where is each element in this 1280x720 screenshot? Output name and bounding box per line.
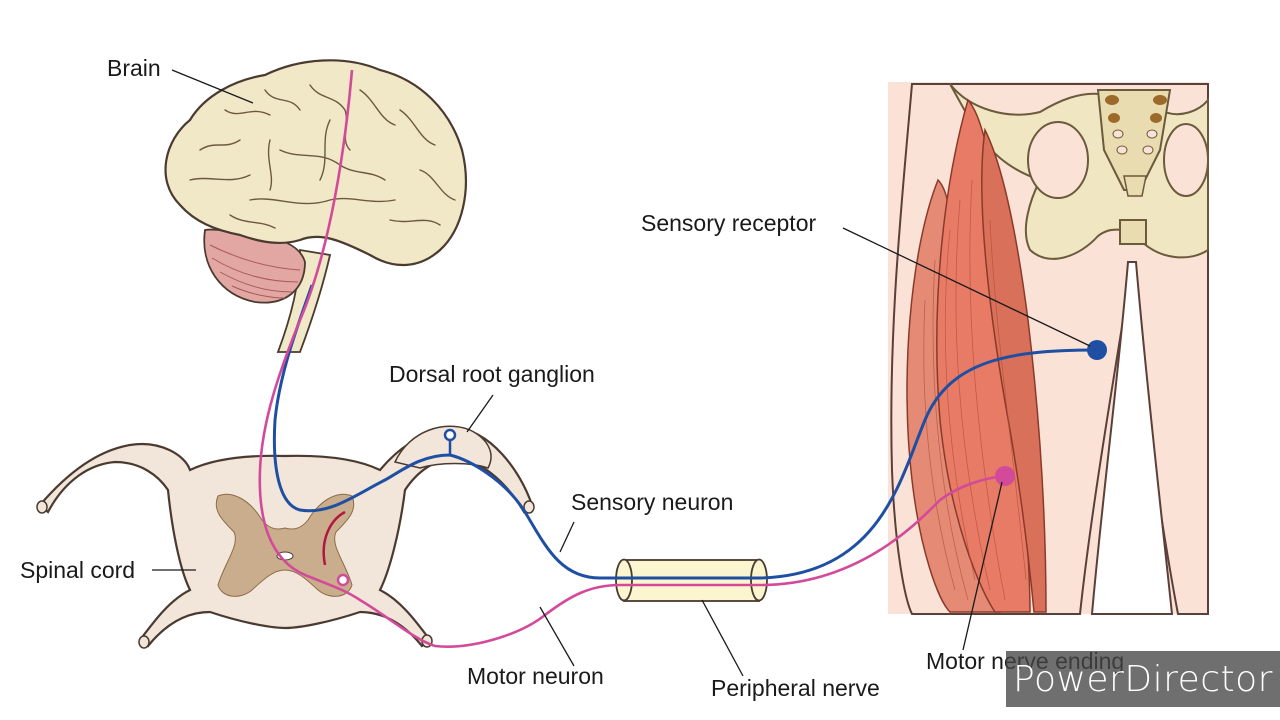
leader-motor-neuron — [539, 606, 575, 667]
peripheral-nerve-end-left — [615, 558, 633, 602]
sensory-neuron-path — [272, 284, 1098, 580]
cerebrum — [164, 59, 467, 267]
leader-sensory-neuron — [559, 521, 575, 553]
brain-sulci — [189, 84, 456, 229]
grey-matter — [215, 493, 355, 597]
obturator-foramen-right — [1163, 123, 1209, 197]
leader-motor-nerve-ending — [962, 481, 1003, 651]
sacral-foramen-7 — [1116, 145, 1128, 155]
powerdirector-watermark: PowerDirector — [1006, 651, 1280, 707]
leader-sensory-receptor — [842, 227, 1091, 347]
motor-neuron-path — [258, 69, 1006, 648]
motor-nerve-ending-dot — [995, 466, 1015, 486]
sacral-foramen-5 — [1112, 129, 1124, 139]
thigh-muscle-front — [981, 127, 1047, 613]
leg-illustration — [888, 82, 1209, 615]
leader-dorsal-root-ganglion — [466, 394, 494, 433]
sacral-foramen-2 — [1153, 95, 1167, 105]
inner-thigh-gap — [1090, 261, 1174, 615]
brain-illustration — [164, 59, 467, 353]
muscle-fibers — [923, 179, 1027, 601]
coccyx — [1123, 175, 1147, 197]
dorsal-root-end-left — [36, 500, 48, 514]
label-sensory-receptor: Sensory receptor — [641, 210, 817, 236]
sacral-foramen-3 — [1108, 113, 1120, 123]
leader-brain — [171, 69, 254, 104]
leader-peripheral-nerve — [701, 599, 744, 677]
spinal-cord-section — [36, 425, 535, 649]
pubic-symphysis — [1119, 219, 1147, 245]
cerebellum-folds — [209, 244, 301, 299]
label-brain: Brain — [107, 55, 161, 81]
peripheral-nerve-bundle — [615, 558, 768, 602]
label-peripheral-nerve: Peripheral nerve — [711, 675, 880, 701]
sacral-foramen-6 — [1146, 129, 1158, 139]
label-sensory-neuron: Sensory neuron — [571, 489, 734, 515]
dorsal-root-end-right — [523, 500, 535, 514]
sacral-foramen-1 — [1105, 95, 1119, 105]
label-spinal-cord: Spinal cord — [20, 557, 136, 583]
leader-lines — [152, 69, 1091, 677]
label-motor-neuron: Motor neuron — [467, 663, 604, 689]
obturator-foramen-left — [1027, 121, 1089, 199]
ventral-root-end-left — [138, 635, 150, 649]
peripheral-nerve-end-right — [750, 558, 768, 602]
sacral-foramen-4 — [1150, 113, 1162, 123]
sacral-foramen-8 — [1142, 145, 1154, 155]
motor-neuron-cell-body — [336, 573, 350, 587]
sensory-receptor-dot — [1087, 340, 1107, 360]
label-dorsal-root-ganglion: Dorsal root ganglion — [389, 361, 595, 387]
dorsal-root-ganglion — [393, 425, 492, 469]
interneuron-path — [322, 510, 346, 566]
ganglion-cell-body — [443, 428, 457, 442]
peripheral-nerve-tube — [623, 559, 760, 602]
